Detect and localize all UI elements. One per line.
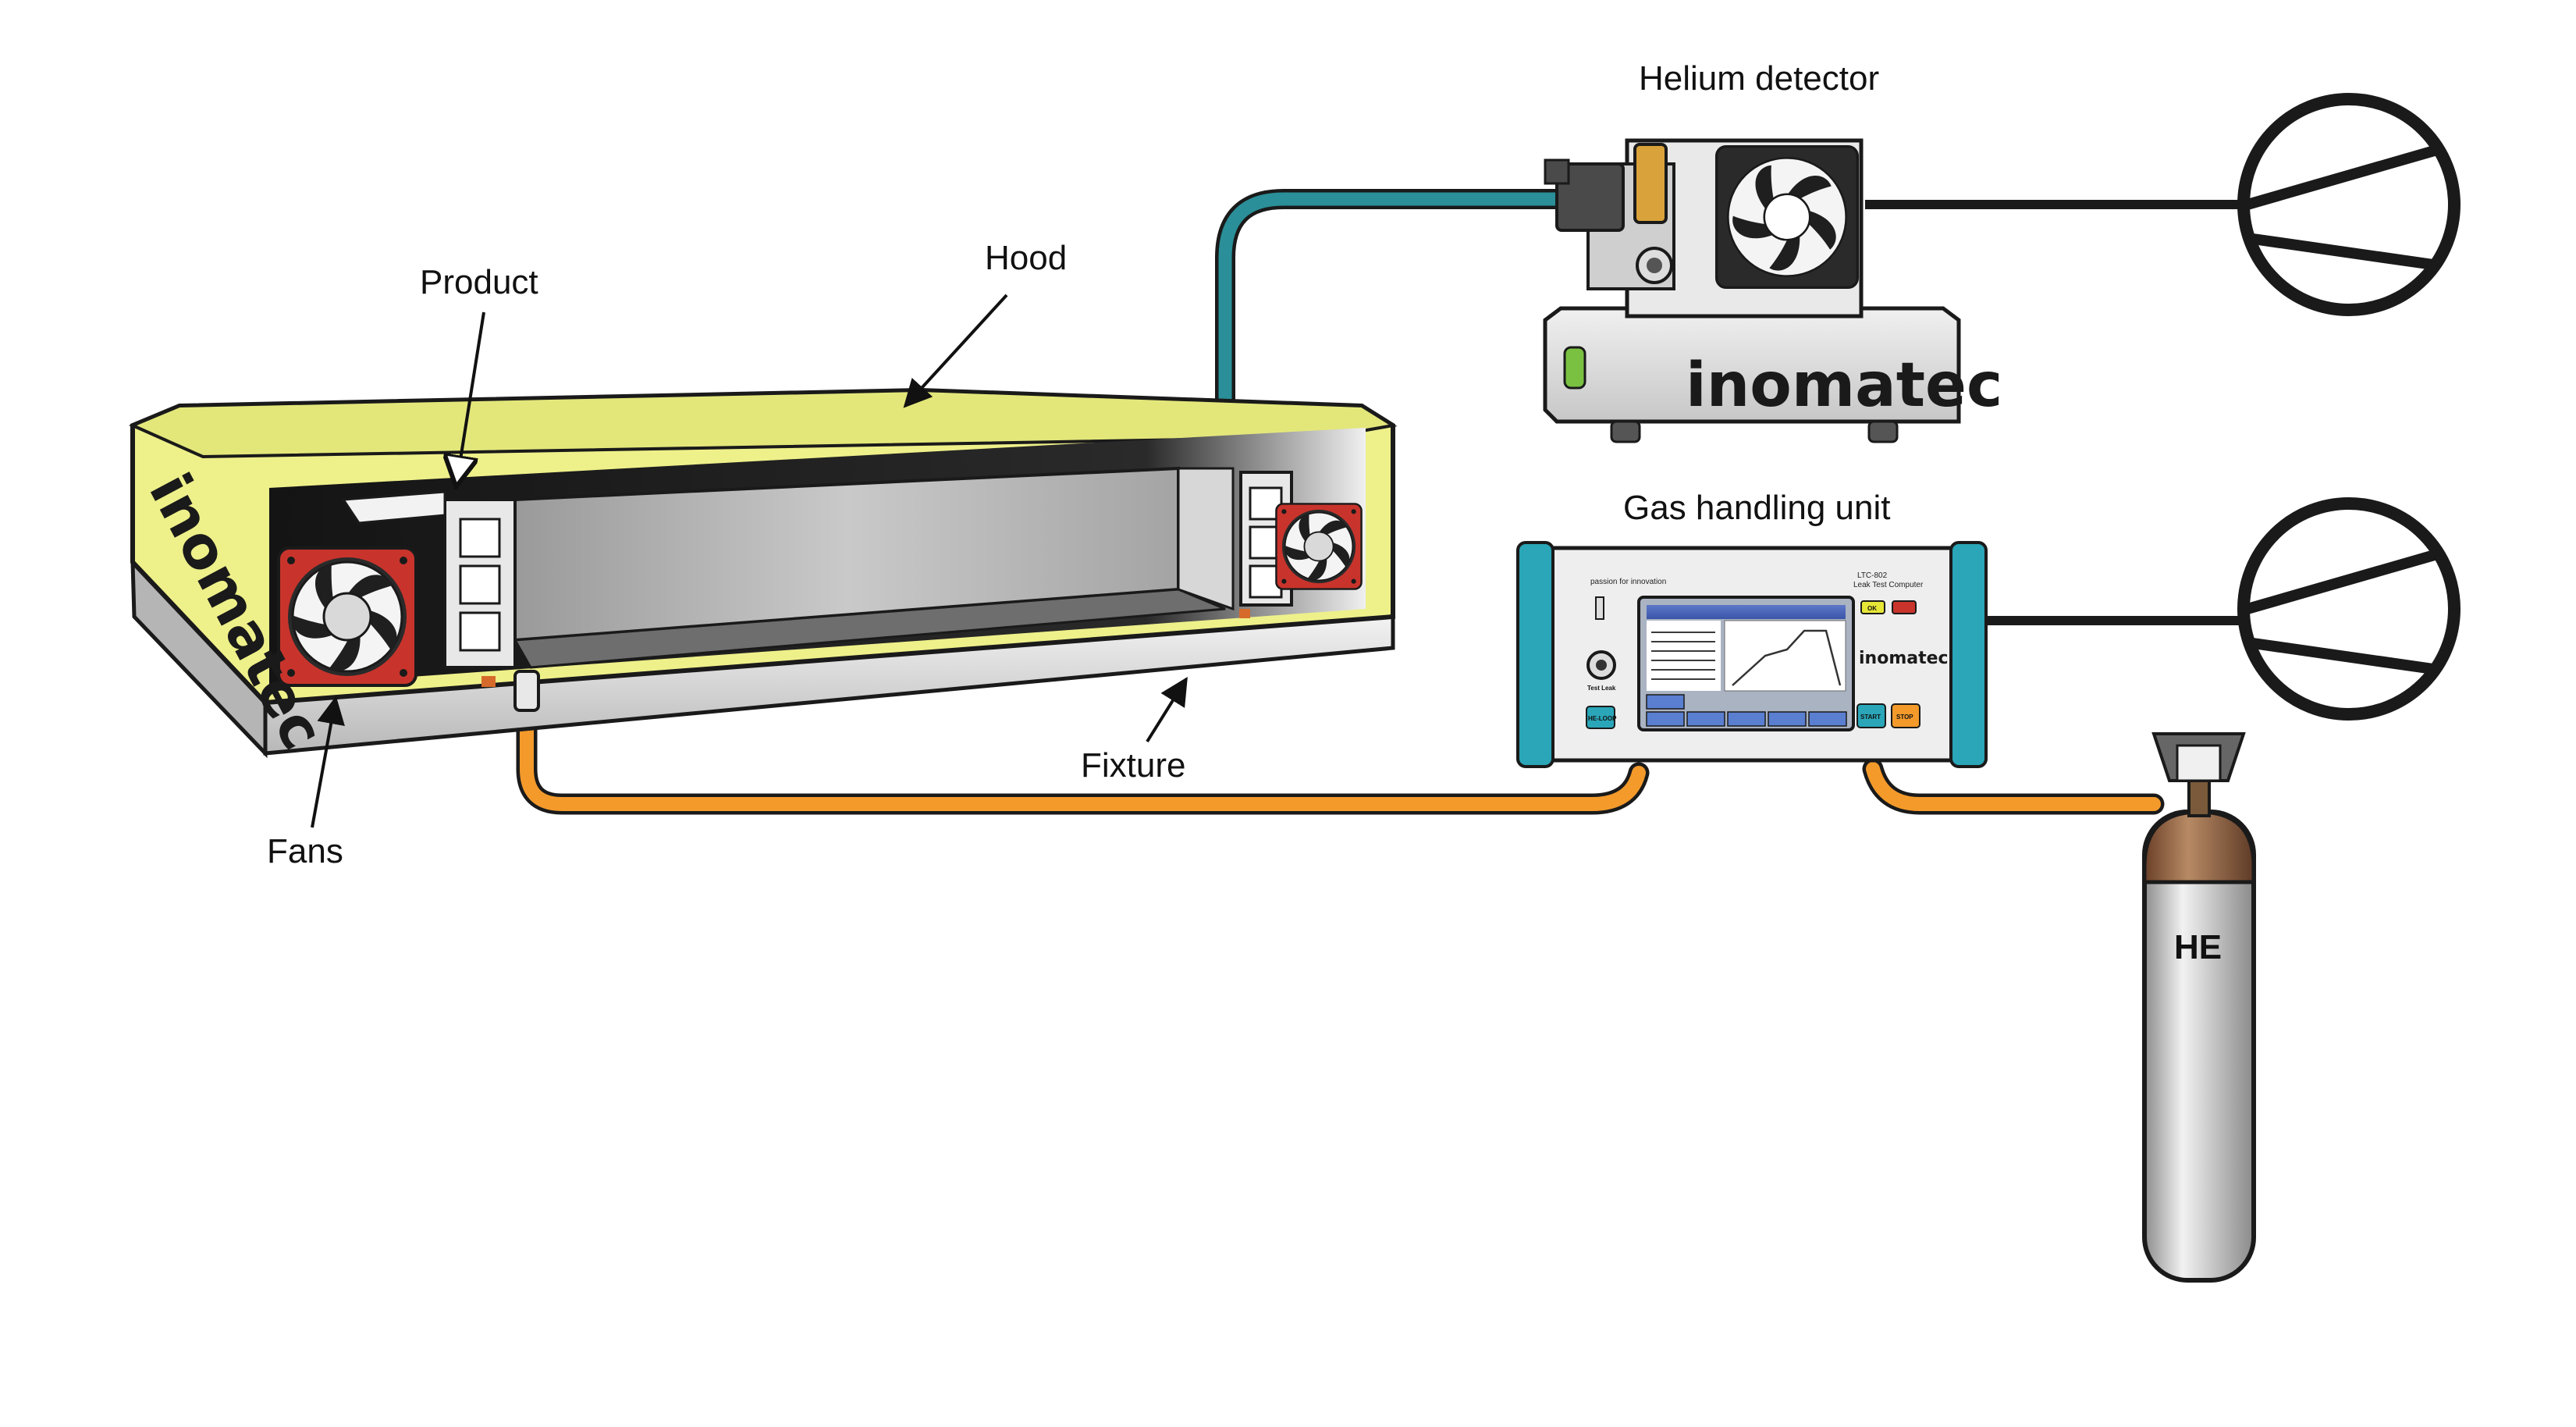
fan-icon <box>1714 144 1860 290</box>
arrow-hood <box>903 294 1008 408</box>
arrow-product <box>457 311 485 484</box>
he-loop-button[interactable] <box>1586 706 1615 729</box>
test-leak-label: Test Leak <box>1587 685 1616 692</box>
label-fixture: Fixture <box>1081 746 1185 785</box>
label-product: Product <box>420 263 538 301</box>
pump-lines <box>1865 200 2247 625</box>
svg-text:START: START <box>1860 714 1881 721</box>
svg-text:STOP: STOP <box>1896 714 1913 721</box>
cylinder-label: HE <box>2174 928 2222 966</box>
label-hood: Hood <box>985 239 1067 277</box>
pressure-curve <box>1732 629 1842 686</box>
screen-softkeys <box>1646 694 1847 727</box>
label-fans: Fans <box>267 832 343 870</box>
arrow-fixture <box>1146 676 1188 743</box>
ok-indicator <box>1860 600 1885 614</box>
helium-hose <box>1215 189 1571 416</box>
unit-subtitle: Leak Test Computer <box>1853 581 1924 589</box>
product <box>341 471 1293 669</box>
fan-icon <box>1275 503 1363 590</box>
fixture-port <box>513 670 540 712</box>
label-helium-detector: Helium detector <box>1639 59 1879 98</box>
gas-cylinder-icon: HE <box>2142 732 2256 1283</box>
unit-slogan: passion for innovation <box>1590 578 1666 586</box>
unit-screen <box>1637 596 1855 731</box>
gas-hose-fixture <box>516 696 1650 815</box>
vacuum-pump-icon <box>2237 93 2461 316</box>
stop-button[interactable] <box>1891 703 1920 728</box>
svg-text:OK: OK <box>1867 605 1877 612</box>
detector-logo: inomatec <box>1686 351 2002 421</box>
svg-text:HE-LOOP: HE-LOOP <box>1588 715 1617 722</box>
start-button[interactable] <box>1856 703 1886 728</box>
unit-logo: inomatec <box>1859 649 1949 668</box>
test-chamber: inomatec <box>128 387 1398 760</box>
unit-model: LTC-802 <box>1857 571 1888 580</box>
label-gas-handling-unit: Gas handling unit <box>1623 489 1890 527</box>
gas-handling-unit: passion for innovation LTC-802 Leak Test… <box>1516 541 1988 768</box>
vacuum-pump-icon <box>2237 497 2461 721</box>
fail-indicator <box>1892 600 1917 614</box>
helium-detector: inomatec <box>1543 138 2002 443</box>
gas-hose-cylinder <box>1862 758 2165 815</box>
arrow-fans <box>311 696 345 828</box>
